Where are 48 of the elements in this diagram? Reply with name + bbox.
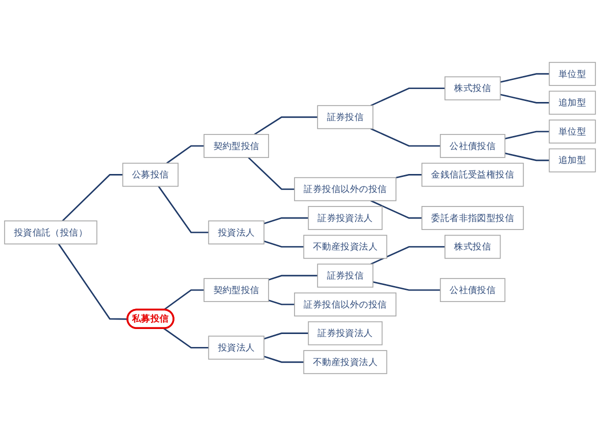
connector — [264, 356, 304, 363]
connector — [370, 88, 445, 106]
node-box: 証券投信以外の投信 — [294, 292, 396, 316]
connector — [370, 128, 440, 147]
node-box: 単位型 — [548, 120, 596, 144]
node-box: 契約型投信 — [204, 278, 270, 302]
connector — [500, 94, 550, 104]
node-box: 株式投信 — [444, 76, 501, 100]
connector — [58, 244, 128, 320]
node-box: 証券投資法人 — [308, 321, 383, 346]
node-box: 証券投資法人 — [308, 206, 383, 230]
connector — [158, 186, 209, 234]
connector — [264, 217, 308, 224]
connector — [504, 152, 550, 162]
connector — [62, 174, 123, 222]
connector — [264, 332, 308, 340]
node-box: 金銭信託受益権投信 — [421, 162, 524, 187]
connector — [254, 116, 318, 136]
connector — [396, 174, 422, 178]
node-box: 株式投信 — [444, 234, 501, 259]
connector — [163, 328, 209, 348]
node-box: 契約型投信 — [204, 134, 270, 158]
node-box: 証券投信 — [317, 264, 374, 288]
node-box: 追加型 — [548, 90, 596, 115]
connector — [372, 281, 440, 291]
node-box: 単位型 — [548, 62, 596, 86]
connector — [166, 145, 204, 164]
connector — [268, 274, 318, 280]
node-box: 公社債投信 — [440, 134, 506, 158]
connector — [264, 240, 304, 248]
node-box: 公社債投信 — [440, 278, 506, 302]
node-box: 委託者非指図型投信 — [421, 206, 524, 230]
connector — [268, 300, 295, 306]
node-box: 不動産投資法人 — [303, 234, 388, 259]
connector — [370, 200, 422, 219]
connector — [504, 130, 550, 140]
connector — [163, 289, 204, 311]
node-box: 公募投信 — [122, 162, 179, 187]
connector — [370, 246, 445, 265]
node-box: 投資法人 — [208, 336, 264, 360]
node-box: 証券投信以外の投信 — [294, 177, 396, 202]
node-box: 不動産投資法人 — [303, 350, 388, 374]
node-box: 投資信託（投信） — [4, 220, 98, 244]
connector — [248, 156, 295, 190]
node-box: 証券投信 — [317, 105, 374, 130]
node-box: 追加型 — [548, 148, 596, 172]
node-box: 投資法人 — [208, 220, 264, 244]
connector — [500, 73, 550, 83]
